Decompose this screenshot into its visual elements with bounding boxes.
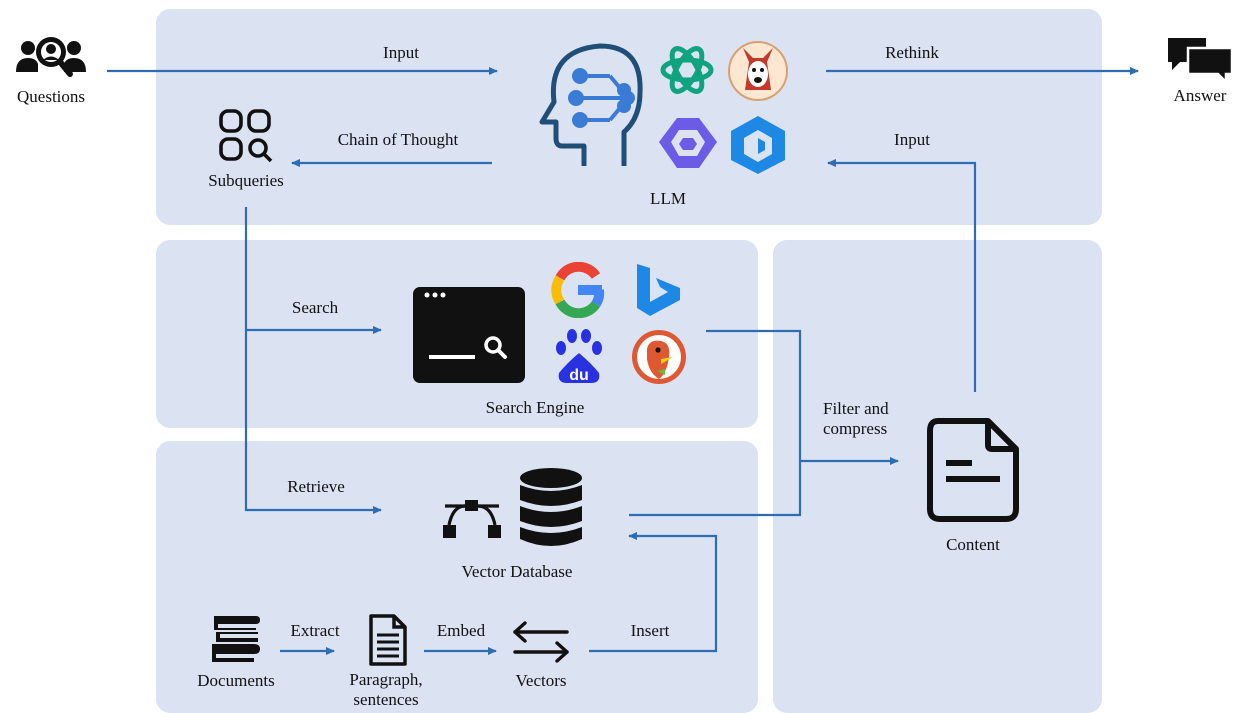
- paragraph-label: Paragraph, sentences: [349, 670, 422, 709]
- baidu-logo-icon: du: [556, 329, 602, 384]
- filter-edge-label-line1: Filter and: [823, 399, 889, 418]
- chat-bubbles-icon: [1168, 38, 1234, 84]
- users-search-icon: [16, 37, 86, 77]
- duckduckgo-logo-icon: [632, 330, 686, 384]
- paragraph-page-icon: [369, 614, 407, 666]
- bing-logo-icon: [637, 264, 680, 316]
- embed-edge-label: Embed: [436, 621, 486, 640]
- input-right-edge-label: Input: [894, 130, 930, 149]
- input-top-edge-label: Input: [383, 43, 419, 62]
- questions-label: Questions: [17, 87, 85, 106]
- deepseek-cube-icon: [731, 116, 785, 174]
- database-icon: [520, 468, 582, 546]
- filter-edge-label: Filter and compress: [823, 399, 889, 438]
- content-label: Content: [946, 535, 1000, 554]
- swap-arrows-icon: [513, 621, 569, 663]
- llama-logo-icon: [728, 41, 788, 101]
- filter-edge-label-line2: compress: [823, 418, 888, 438]
- vectors-label: Vectors: [515, 671, 567, 690]
- books-icon: [212, 616, 260, 662]
- extract-edge-label: Extract: [290, 621, 340, 640]
- bezier-vector-icon: [443, 500, 501, 538]
- search-edge-label: Search: [291, 298, 339, 317]
- terminal-search-icon: [413, 287, 525, 383]
- answer-label: Answer: [1173, 86, 1227, 105]
- vector-database-label: Vector Database: [461, 562, 573, 581]
- paragraph-label-line2: sentences: [353, 689, 419, 709]
- subqueries-label: Subqueries: [208, 171, 284, 190]
- retrieve-edge-label: Retrieve: [287, 477, 345, 496]
- paragraph-label-line1: Paragraph,: [349, 670, 423, 689]
- ai-head-icon: [539, 43, 643, 166]
- chain-of-thought-edge-label: Chain of Thought: [337, 130, 459, 149]
- subqueries-grid-icon: [219, 109, 273, 163]
- openai-logo-icon: [660, 46, 714, 94]
- insert-edge-label: Insert: [630, 621, 670, 640]
- llm-label: LLM: [650, 189, 686, 208]
- qwen-logo-icon: [659, 118, 717, 168]
- document-icon: [927, 418, 1019, 522]
- rethink-edge-label: Rethink: [885, 43, 939, 62]
- search-engine-label: Search Engine: [485, 398, 585, 417]
- google-logo-icon: [551, 262, 605, 318]
- svg-text:du: du: [569, 367, 589, 384]
- documents-label: Documents: [197, 671, 275, 690]
